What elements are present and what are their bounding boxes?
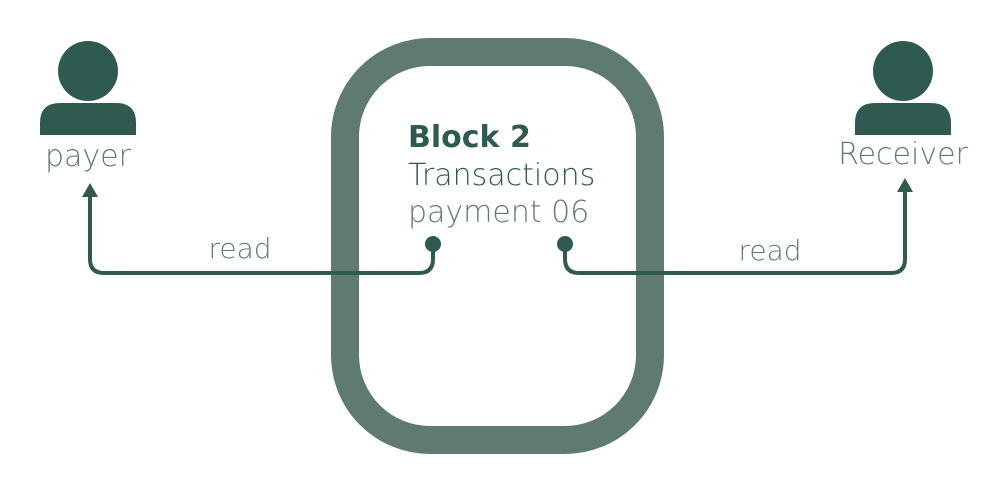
payer-label: payer <box>45 139 132 174</box>
receiver-icon <box>855 41 951 135</box>
left-read-label: read <box>208 232 271 265</box>
payer-icon <box>40 41 136 135</box>
block-frame <box>331 38 664 454</box>
transaction-entry: payment 06 <box>408 195 589 230</box>
block-title: Block 2 <box>408 120 531 155</box>
right-connector-dot <box>557 236 573 252</box>
right-arrowhead <box>897 178 913 192</box>
left-connector-dot <box>425 236 441 252</box>
right-read-connector <box>557 178 913 275</box>
right-read-label: read <box>738 234 801 267</box>
left-read-connector <box>82 183 441 275</box>
receiver-label: Receiver <box>838 137 968 172</box>
block-subtitle: Transactions <box>408 158 595 193</box>
left-arrowhead <box>82 183 98 197</box>
